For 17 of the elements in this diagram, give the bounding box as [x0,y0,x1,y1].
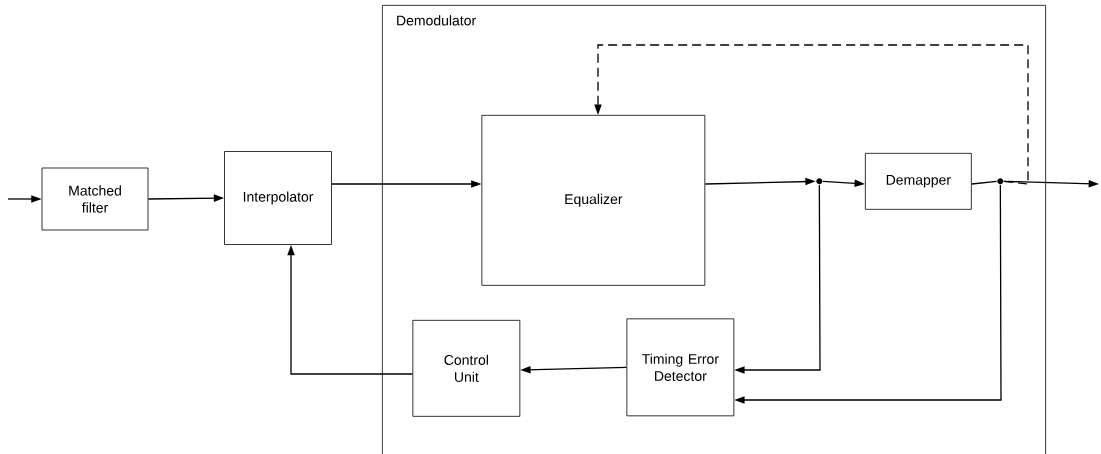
process-box: Equalizer [481,114,706,286]
arrow [822,179,865,188]
arrow [520,365,628,374]
arrow [704,177,816,186]
arrow [7,195,42,203]
process-box: Control Unit [412,319,521,417]
process-box: Timing Error Detector [626,318,735,417]
arrow [734,184,821,374]
process-box: Matched filter [41,167,149,231]
arrow [734,184,1002,404]
arrow [331,180,482,188]
connector-line [971,180,998,185]
arrow [287,244,414,375]
process-box: Interpolator [224,151,332,245]
process-box: Demapper [864,152,972,210]
dashed-arrow [594,44,1029,185]
arrow [147,194,225,202]
